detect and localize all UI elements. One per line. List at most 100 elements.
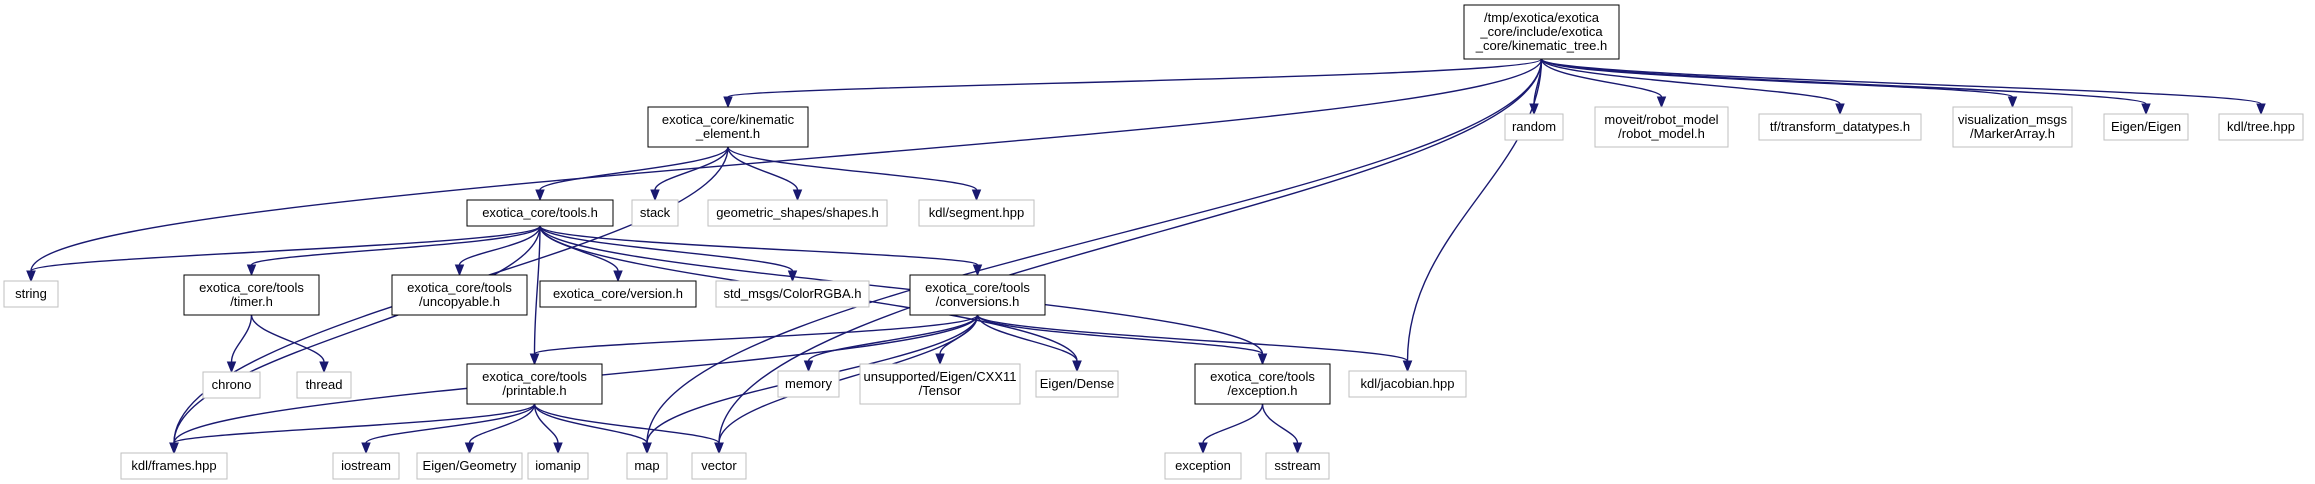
node-label-line: /tmp/exotica/exotica: [1484, 10, 1600, 25]
node-box: [2103, 113, 2189, 141]
node-map: map: [626, 452, 668, 480]
edge-conversions-to-eigen_dense: [976, 314, 1082, 373]
node-iostream: iostream: [332, 452, 400, 480]
node-label-line: /Tensor: [919, 383, 962, 398]
node-box: [1504, 113, 1564, 141]
edge-tools-to-string: [26, 225, 541, 283]
node-kinematic_tree[interactable]: /tmp/exotica/exotica_core/include/exotic…: [1463, 4, 1620, 60]
node-eigen: Eigen/Eigen: [2103, 113, 2189, 141]
node-label-line: exception: [1175, 458, 1231, 473]
node-box: [466, 199, 614, 227]
node-printable[interactable]: exotica_core/tools/printable.h: [466, 363, 603, 405]
node-label-line: iomanip: [535, 458, 581, 473]
node-random: random: [1504, 113, 1564, 141]
node-box: [1194, 363, 1331, 405]
node-box: [859, 363, 1021, 405]
node-label-line: random: [1512, 119, 1556, 134]
node-thread: thread: [296, 371, 352, 399]
edge-tools-to-conversions: [539, 225, 983, 277]
node-version[interactable]: exotica_core/version.h: [539, 280, 697, 308]
node-label-line: tf/transform_datatypes.h: [1770, 119, 1910, 134]
node-box: [1594, 106, 1729, 148]
node-box: [539, 280, 697, 308]
node-label-line: kdl/segment.hpp: [929, 205, 1024, 220]
node-box: [1952, 106, 2073, 148]
node-box: [202, 371, 261, 399]
edge-kinematic_element-to-tools: [535, 146, 729, 202]
node-box: [647, 106, 809, 148]
node-memory: memory: [777, 370, 840, 398]
edge-timer-to-thread: [250, 314, 329, 374]
edge-tools-to-timer: [246, 225, 541, 277]
edge-kinematic_tree-to-robot_model: [1540, 58, 1667, 109]
node-label-line: /timer.h: [230, 294, 273, 309]
node-label-line: /exception.h: [1227, 383, 1297, 398]
node-label-line: unsupported/Eigen/CXX11: [864, 369, 1017, 384]
node-label-line: Eigen/Dense: [1040, 376, 1114, 391]
node-box: [296, 371, 352, 399]
edge-kinematic_element-to-segment: [727, 146, 982, 202]
edge-tools-to-uncopyable: [454, 225, 541, 277]
node-box: [332, 452, 400, 480]
node-tools[interactable]: exotica_core/tools.h: [466, 199, 614, 227]
node-label-line: std_msgs/ColorRGBA.h: [724, 286, 862, 301]
edge-printable-to-iostream: [361, 403, 536, 455]
node-box: [1164, 452, 1242, 480]
edge-printable-to-iomanip: [533, 403, 563, 455]
edge-kinematic_tree-to-kinematic_element: [723, 58, 1543, 109]
node-segment: kdl/segment.hpp: [918, 199, 1035, 227]
node-label-line: exotica_core/tools: [199, 280, 304, 295]
node-label-line: _core/kinematic_tree.h: [1475, 38, 1608, 53]
edge-kinematic_tree-to-eigen: [1540, 58, 2151, 116]
node-box: [2218, 113, 2304, 141]
node-label-line: /printable.h: [502, 383, 566, 398]
node-label-line: exotica_core/tools: [925, 280, 1030, 295]
node-exception_h[interactable]: exotica_core/tools/exception.h: [1194, 363, 1331, 405]
edge-tools-to-frames: [169, 225, 541, 455]
edge-conversions-to-tensor: [935, 314, 979, 366]
node-timer[interactable]: exotica_core/tools/timer.h: [183, 274, 320, 316]
node-box: [416, 452, 523, 480]
node-uncopyable[interactable]: exotica_core/tools/uncopyable.h: [391, 274, 528, 316]
node-box: [777, 370, 840, 398]
node-box: [120, 452, 228, 480]
node-robot_model: moveit/robot_model/robot_model.h: [1594, 106, 1729, 148]
edge-kinematic_tree-to-marker_array: [1540, 58, 2018, 109]
node-sstream: sstream: [1265, 452, 1330, 480]
edge-kinematic_tree-to-random: [1529, 58, 1543, 116]
node-label-line: chrono: [212, 377, 252, 392]
edge-printable-to-frames: [169, 403, 536, 455]
node-box: [626, 452, 668, 480]
node-label-line: Eigen/Eigen: [2111, 119, 2181, 134]
node-label-line: geometric_shapes/shapes.h: [716, 205, 879, 220]
node-box: [1758, 113, 1922, 141]
edge-printable-to-eigen_geometry: [464, 403, 536, 455]
node-label-line: map: [634, 458, 659, 473]
node-vector: vector: [691, 452, 747, 480]
node-frames: kdl/frames.hpp: [120, 452, 228, 480]
node-chrono: chrono: [202, 371, 261, 399]
node-kinematic_element[interactable]: exotica_core/kinematic_element.h: [647, 106, 809, 148]
node-conversions[interactable]: exotica_core/tools/conversions.h: [909, 274, 1046, 316]
node-eigen_dense: Eigen/Dense: [1035, 370, 1119, 398]
node-box: [691, 452, 747, 480]
node-box: [715, 280, 870, 308]
edge-timer-to-chrono: [226, 314, 253, 374]
node-box: [1348, 370, 1467, 398]
node-iomanip: iomanip: [527, 452, 589, 480]
node-label-line: _core/include/exotica: [1479, 24, 1603, 39]
node-label-line: /uncopyable.h: [419, 294, 500, 309]
node-label-line: kdl/frames.hpp: [131, 458, 216, 473]
node-stack: stack: [631, 199, 679, 227]
edge-kinematic_tree-to-transform_datatypes: [1540, 58, 1845, 116]
nodes-layer: /tmp/exotica/exotica_core/include/exotic…: [3, 4, 2304, 480]
node-label-line: iostream: [341, 458, 391, 473]
node-tensor: unsupported/Eigen/CXX11/Tensor: [859, 363, 1021, 405]
node-label-line: kdl/jacobian.hpp: [1361, 376, 1455, 391]
node-label-line: kdl/tree.hpp: [2227, 119, 2295, 134]
node-exception: exception: [1164, 452, 1242, 480]
node-box: [391, 274, 528, 316]
node-marker_array: visualization_msgs/MarkerArray.h: [1952, 106, 2073, 148]
node-label-line: vector: [701, 458, 737, 473]
